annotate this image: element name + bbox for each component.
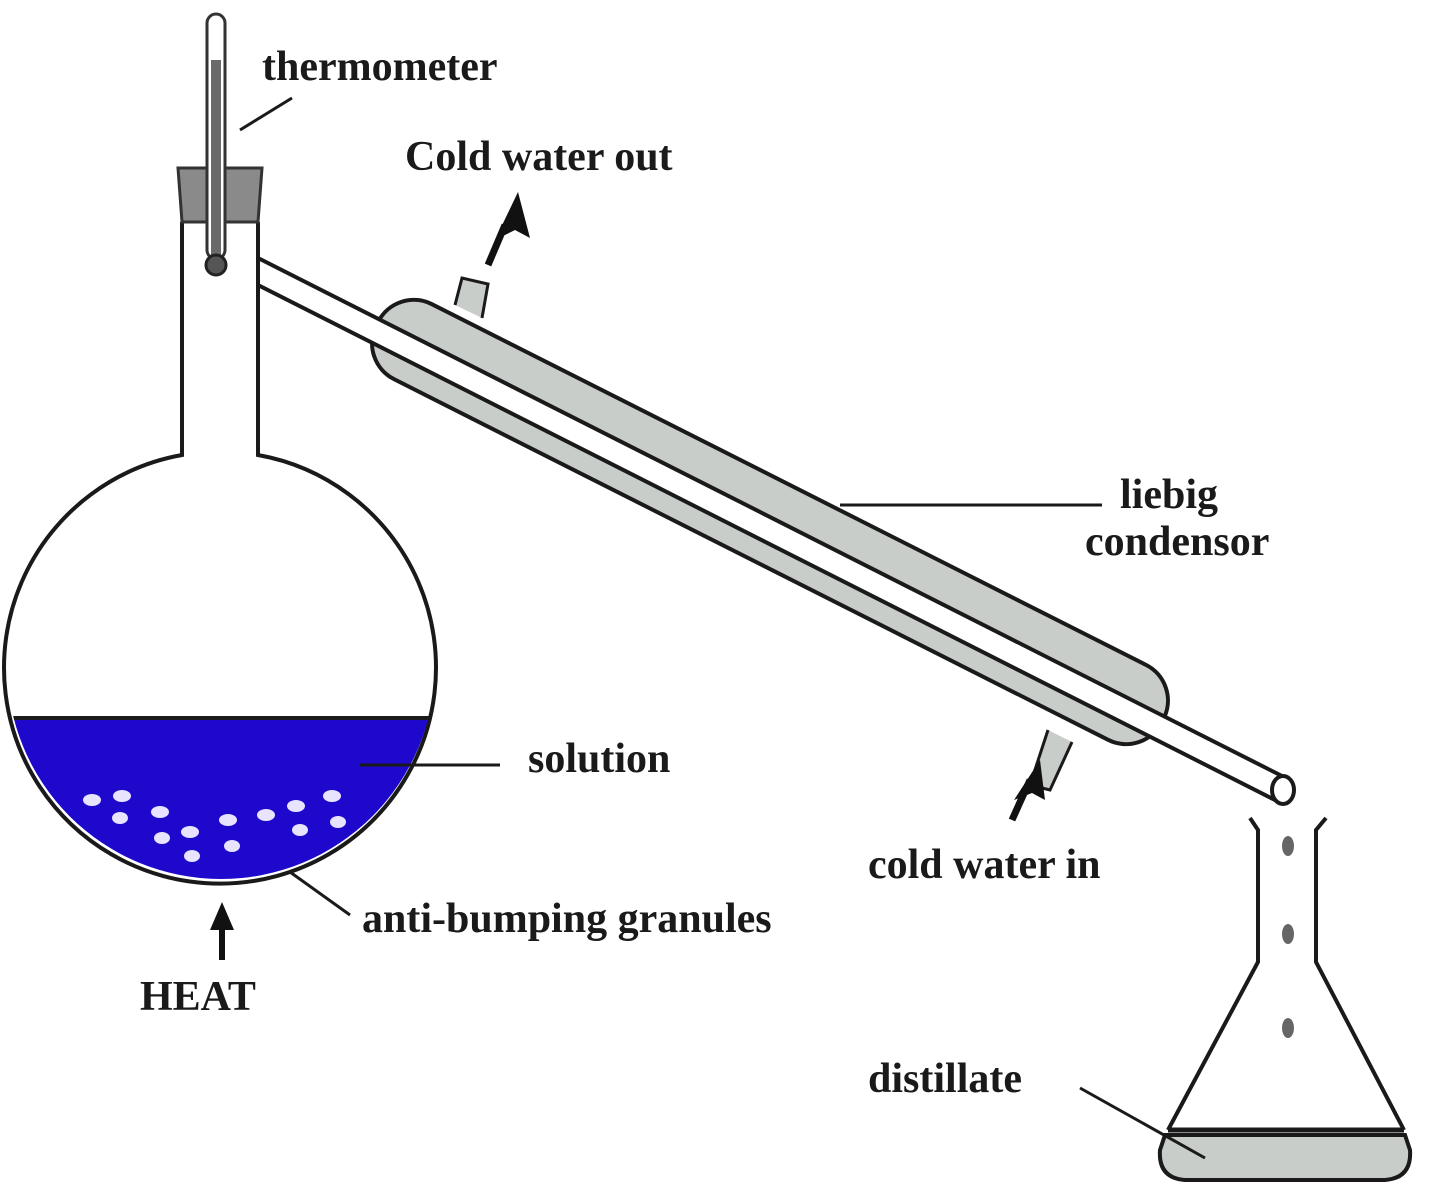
label-liebig: liebig (1120, 472, 1218, 518)
label-distillate: distillate (868, 1056, 1022, 1102)
label-solution: solution (528, 736, 670, 782)
arrow-heat-icon (210, 902, 234, 960)
label-heat: HEAT (140, 974, 256, 1020)
leader-lines (239, 96, 1206, 1160)
conical-flask (1157, 816, 1413, 1182)
anti-bumping-granules (83, 790, 346, 862)
arrow-water-in-icon (1008, 760, 1045, 822)
arrow-water-out-icon (484, 192, 530, 267)
label-cold-water-in: cold water in (868, 842, 1101, 888)
label-cold-water-out: Cold water out (405, 134, 673, 180)
delivery-tube (256, 254, 1296, 806)
label-thermometer: thermometer (262, 44, 498, 90)
thermometer (204, 12, 228, 277)
water-outlet-tube (453, 276, 490, 319)
distillate-drops (1282, 836, 1294, 1038)
label-anti-bumping-granules: anti-bumping granules (362, 896, 772, 942)
label-condensor: condensor (1085, 519, 1269, 565)
